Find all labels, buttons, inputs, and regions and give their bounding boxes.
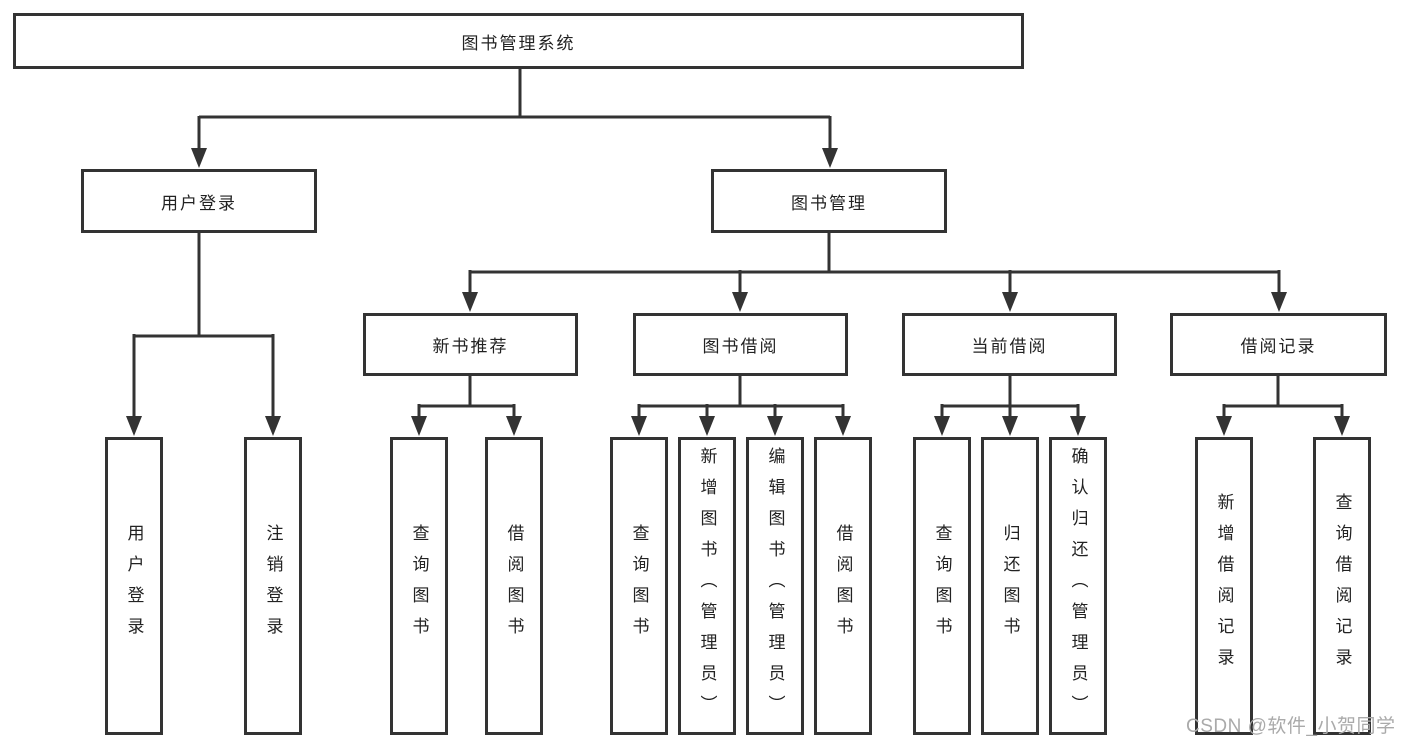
leaf-edit-book-admin-label: 编辑图书（管理员）	[765, 446, 785, 726]
leaf-return-books: 归还图书	[981, 437, 1039, 735]
node-root: 图书管理系统	[13, 13, 1024, 69]
leaf-add-book-admin-label: 新增图书（管理员）	[697, 446, 717, 726]
leaf-confirm-return-admin: 确认归还（管理员）	[1049, 437, 1107, 735]
leaf-return-books-label: 归还图书	[1000, 524, 1020, 648]
arrowheads	[126, 148, 1350, 436]
node-book-management: 图书管理	[711, 169, 947, 233]
leaf-user-login-label: 用户登录	[124, 524, 144, 648]
node-new-book-recommendation-label: 新书推荐	[432, 337, 509, 356]
leaf-user-login: 用户登录	[105, 437, 163, 735]
leaf-confirm-return-admin-label: 确认归还（管理员）	[1068, 446, 1088, 726]
leaf-add-borrow-record: 新增借阅记录	[1195, 437, 1253, 735]
leaf-query-books-recommend-label: 查询图书	[409, 524, 429, 648]
leaf-logout-label: 注销登录	[263, 524, 283, 648]
csdn-watermark: CSDN @软件_小贺同学	[1186, 716, 1396, 737]
node-current-borrowing-label: 当前借阅	[971, 337, 1048, 356]
leaf-query-books-borrowing: 查询图书	[610, 437, 668, 735]
leaf-query-books-current: 查询图书	[913, 437, 971, 735]
node-book-borrowing: 图书借阅	[633, 313, 848, 376]
leaf-add-book-admin: 新增图书（管理员）	[678, 437, 736, 735]
leaf-query-books-current-label: 查询图书	[932, 524, 952, 648]
node-current-borrowing: 当前借阅	[902, 313, 1117, 376]
leaf-borrow-books-borrowing-label: 借阅图书	[833, 524, 853, 648]
leaf-borrow-books-recommend: 借阅图书	[485, 437, 543, 735]
node-user-login-label: 用户登录	[161, 193, 237, 213]
node-book-management-label: 图书管理	[791, 193, 867, 213]
leaf-add-borrow-record-label: 新增借阅记录	[1214, 493, 1234, 679]
node-book-borrowing-label: 图书借阅	[702, 337, 779, 356]
leaf-borrow-books-recommend-label: 借阅图书	[504, 524, 524, 648]
node-new-book-recommendation: 新书推荐	[363, 313, 578, 376]
leaf-query-books-borrowing-label: 查询图书	[629, 524, 649, 648]
leaf-borrow-books-borrowing: 借阅图书	[814, 437, 872, 735]
leaf-query-borrow-record: 查询借阅记录	[1313, 437, 1371, 735]
node-borrowing-records: 借阅记录	[1170, 313, 1387, 376]
node-root-label: 图书管理系统	[461, 33, 576, 53]
leaf-query-borrow-record-label: 查询借阅记录	[1332, 493, 1352, 679]
leaf-edit-book-admin: 编辑图书（管理员）	[746, 437, 804, 735]
node-borrowing-records-label: 借阅记录	[1240, 337, 1317, 356]
connector-lines	[132, 69, 1344, 418]
leaf-query-books-recommend: 查询图书	[390, 437, 448, 735]
leaf-logout: 注销登录	[244, 437, 302, 735]
node-user-login: 用户登录	[81, 169, 317, 233]
